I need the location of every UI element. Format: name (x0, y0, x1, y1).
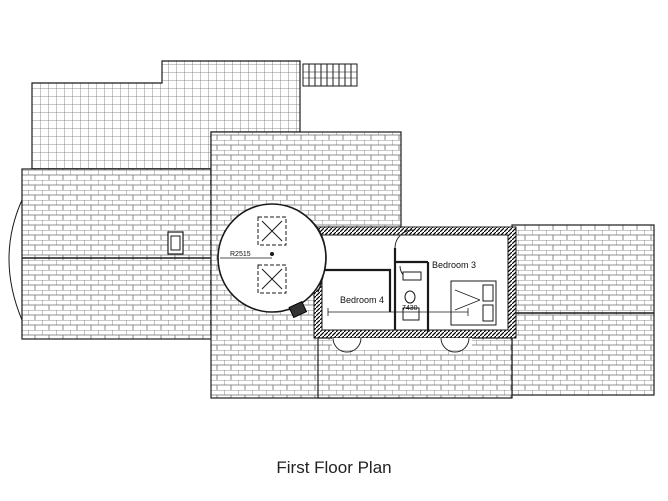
roof-light-window (167, 231, 184, 255)
left-bay-arc (8, 199, 23, 321)
right-roof (511, 224, 655, 396)
drawing-caption: First Floor Plan (276, 458, 392, 477)
first-floor-walls (314, 227, 516, 338)
external-stair (302, 63, 358, 87)
balcony-doors (332, 337, 470, 353)
en-suite-fittings (402, 271, 422, 321)
room-label-bedroom-3: Bedroom 3 (432, 260, 476, 270)
room-label-bedroom-4: Bedroom 4 (340, 295, 384, 305)
width-dimension-label: 7430 (402, 305, 418, 312)
balcony-opening (332, 338, 472, 350)
radius-dimension-label: R2515 (230, 251, 251, 258)
stair-tower (217, 203, 327, 319)
bed (450, 280, 497, 326)
width-dimension (327, 308, 469, 316)
internal-partitions (325, 248, 430, 332)
